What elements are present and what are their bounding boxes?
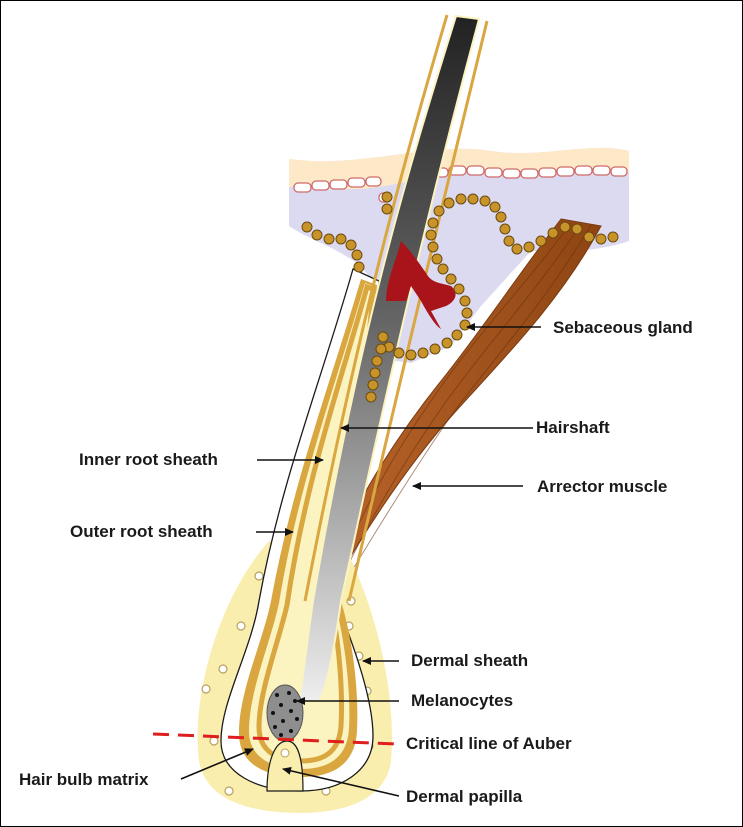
critical-line-of-auber (152, 732, 397, 746)
label-hairshaft: Hairshaft (536, 418, 610, 437)
papilla-cell (280, 748, 290, 758)
label-hair-bulb-matrix: Hair bulb matrix (19, 770, 149, 789)
label-sebaceous-gland: Sebaceous gland (553, 318, 693, 337)
sebaceous-gland-cells (301, 191, 619, 403)
label-inner-root-sheath: Inner root sheath (79, 450, 218, 469)
label-critical-line: Critical line of Auber (406, 734, 572, 753)
sebum (386, 241, 456, 329)
hair-shaft-edge-right (347, 20, 489, 602)
leader-arrows (180, 323, 541, 797)
label-arrector-muscle: Arrector muscle (537, 477, 668, 496)
label-dermal-papilla: Dermal papilla (406, 787, 523, 806)
hair-shaft-edge (303, 14, 449, 602)
label-outer-root-sheath: Outer root sheath (70, 522, 213, 541)
inner-cream-layer (249, 283, 375, 769)
label-melanocytes: Melanocytes (411, 691, 514, 710)
melanocyte-dots (271, 691, 299, 737)
dermis-layer (289, 147, 629, 373)
label-dermal-sheath: Dermal sheath (411, 651, 529, 670)
muscle-fibers (338, 222, 592, 580)
